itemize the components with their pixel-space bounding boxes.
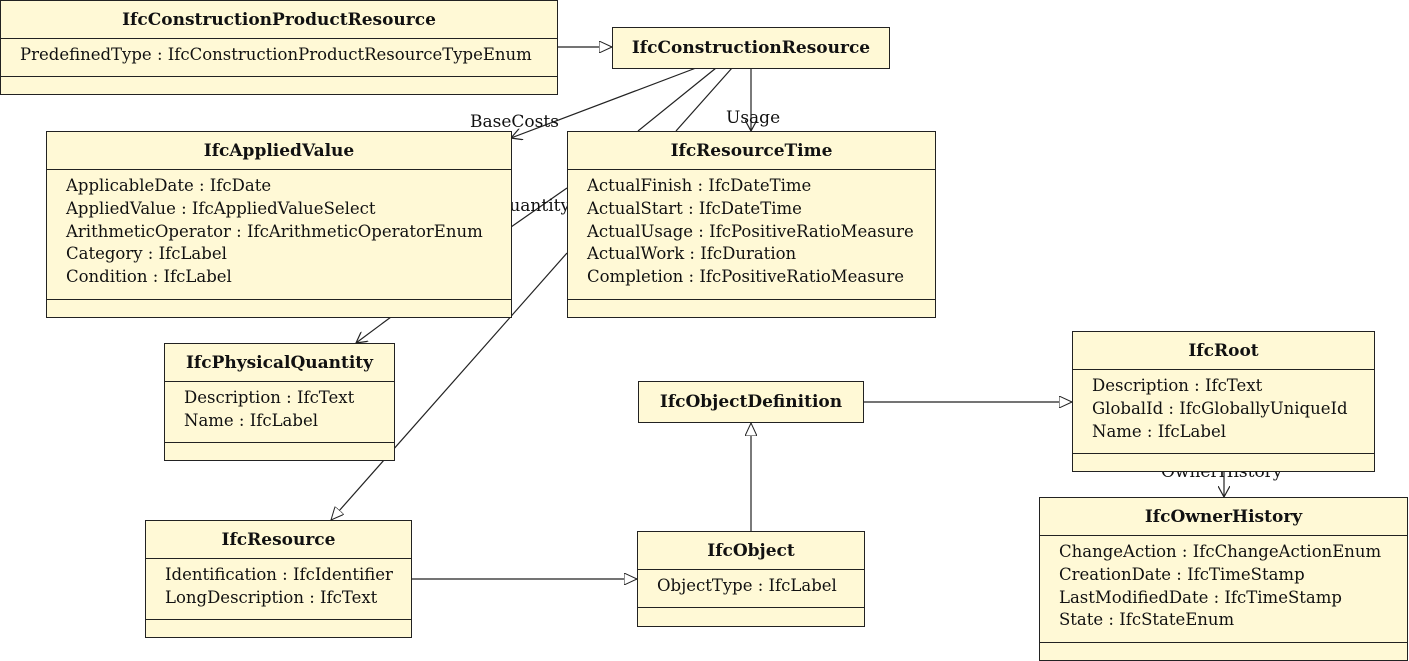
attribute-list: Description : IfcText Name : IfcLabel bbox=[165, 382, 394, 443]
attribute: CreationDate : IfcTimeStamp bbox=[1059, 564, 1305, 584]
class-name: IfcPhysicalQuantity bbox=[165, 344, 394, 382]
attribute: Condition : IfcLabel bbox=[66, 267, 232, 287]
attribute: PredefinedType : IfcConstructionProductR… bbox=[20, 45, 532, 64]
class-ifc-physical-quantity[interactable]: IfcPhysicalQuantity Description : IfcTex… bbox=[164, 343, 395, 461]
class-name: IfcConstructionResource bbox=[631, 38, 871, 58]
class-ifc-owner-history[interactable]: IfcOwnerHistory ChangeAction : IfcChange… bbox=[1039, 497, 1408, 661]
attribute: State : IfcStateEnum bbox=[1059, 610, 1235, 630]
class-ifc-object[interactable]: IfcObject ObjectType : IfcLabel bbox=[637, 531, 865, 627]
label-usage: Usage bbox=[726, 108, 781, 128]
attribute: AppliedValue : IfcAppliedValueSelect bbox=[66, 198, 376, 218]
attribute: Description : IfcText bbox=[1092, 376, 1263, 395]
attribute: ActualFinish : IfcDateTime bbox=[587, 176, 812, 195]
attribute-list: ObjectType : IfcLabel bbox=[638, 570, 864, 608]
attribute: GlobalId : IfcGloballyUniqueId bbox=[1092, 398, 1348, 418]
class-name: IfcObject bbox=[638, 532, 864, 570]
attribute: ObjectType : IfcLabel bbox=[657, 576, 837, 595]
assoc-base-quantity-middle bbox=[510, 187, 568, 228]
class-ifc-object-definition[interactable]: IfcObjectDefinition bbox=[638, 381, 864, 423]
class-name: IfcOwnerHistory bbox=[1040, 498, 1407, 536]
class-ifc-resource[interactable]: IfcResource Identification : IfcIdentifi… bbox=[145, 520, 412, 638]
attribute: Category : IfcLabel bbox=[66, 244, 227, 264]
attribute: ActualStart : IfcDateTime bbox=[587, 198, 802, 218]
attribute: Identification : IfcIdentifier bbox=[165, 565, 393, 584]
inheritance-construction-to-resource-lower bbox=[331, 252, 568, 520]
attribute: LastModifiedDate : IfcTimeStamp bbox=[1059, 587, 1342, 607]
class-ifc-root[interactable]: IfcRoot Description : IfcText GlobalId :… bbox=[1072, 331, 1375, 472]
attribute: ChangeAction : IfcChangeActionEnum bbox=[1059, 542, 1382, 561]
class-ifc-applied-value[interactable]: IfcAppliedValue ApplicableDate : IfcDate… bbox=[46, 131, 512, 318]
class-name: IfcResource bbox=[146, 521, 411, 559]
attribute-list: ActualFinish : IfcDateTime ActualStart :… bbox=[568, 170, 935, 300]
assoc-base-quantity-lower bbox=[356, 316, 392, 343]
attribute: Name : IfcLabel bbox=[184, 410, 318, 430]
attribute: ApplicableDate : IfcDate bbox=[66, 176, 272, 195]
label-base-costs: BaseCosts bbox=[470, 112, 559, 132]
attribute: ArithmeticOperator : IfcArithmeticOperat… bbox=[66, 221, 483, 241]
attribute-list: ApplicableDate : IfcDate AppliedValue : … bbox=[47, 170, 511, 300]
class-ifc-construction-resource[interactable]: IfcConstructionResource bbox=[612, 27, 890, 69]
attribute: Name : IfcLabel bbox=[1092, 421, 1226, 441]
attribute: Description : IfcText bbox=[184, 388, 355, 407]
class-name: IfcAppliedValue bbox=[47, 132, 511, 170]
assoc-base-costs bbox=[511, 67, 697, 138]
class-name: IfcResourceTime bbox=[568, 132, 935, 170]
attribute-list: Description : IfcText GlobalId : IfcGlob… bbox=[1073, 370, 1374, 454]
class-ifc-resource-time[interactable]: IfcResourceTime ActualFinish : IfcDateTi… bbox=[567, 131, 936, 318]
assoc-base-quantity-upper bbox=[675, 67, 733, 132]
class-name: IfcRoot bbox=[1073, 332, 1374, 370]
attribute: Completion : IfcPositiveRatioMeasure bbox=[587, 267, 905, 287]
inheritance-construction-to-resource-upper bbox=[637, 67, 717, 132]
attribute-list: PredefinedType : IfcConstructionProductR… bbox=[1, 39, 557, 77]
attribute-list: ChangeAction : IfcChangeActionEnum Creat… bbox=[1040, 536, 1407, 643]
attribute-list: Identification : IfcIdentifier LongDescr… bbox=[146, 559, 411, 620]
attribute: LongDescription : IfcText bbox=[165, 587, 378, 607]
class-name: IfcConstructionProductResource bbox=[1, 1, 557, 39]
attribute: ActualUsage : IfcPositiveRatioMeasure bbox=[587, 221, 914, 241]
attribute: ActualWork : IfcDuration bbox=[587, 244, 797, 264]
class-name: IfcObjectDefinition bbox=[659, 392, 843, 412]
class-ifc-construction-product-resource[interactable]: IfcConstructionProductResource Predefine… bbox=[0, 0, 558, 95]
